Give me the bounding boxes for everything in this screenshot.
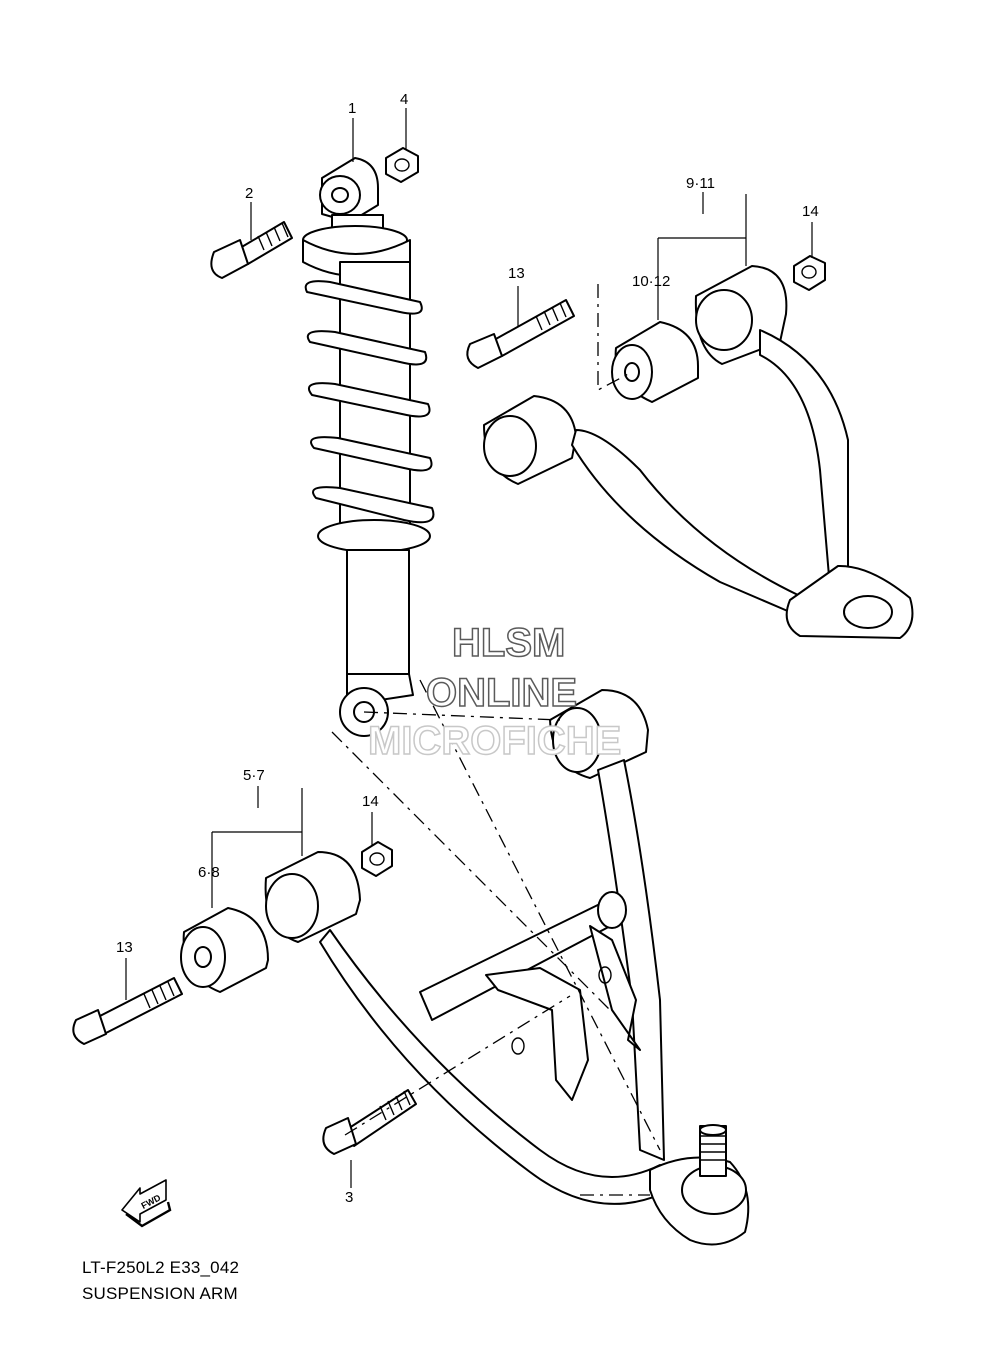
callout-13-lower: 13 — [116, 939, 133, 956]
callout-10-12: 10·12 — [632, 273, 670, 290]
callout-13-upper: 13 — [508, 265, 525, 282]
shock-nut[interactable] — [385, 147, 419, 183]
callout-3: 3 — [345, 1189, 353, 1206]
shock-upper-bolt[interactable] — [210, 221, 293, 279]
diagram-title: SUSPENSION ARM — [82, 1284, 238, 1303]
watermark-line-2: ONLINE — [426, 671, 577, 715]
shock-lower-bolt[interactable] — [322, 1089, 417, 1155]
assembly-lines — [331, 284, 661, 1196]
forward-direction-arrow: FWD — [121, 1179, 172, 1228]
leader-lines — [125, 108, 813, 1188]
callout-9-11: 9·11 — [686, 175, 715, 192]
callout-5-7: 5·7 — [243, 767, 265, 784]
upper-arm-bushing[interactable] — [611, 321, 699, 403]
callout-14-upper: 14 — [802, 203, 819, 220]
callout-2: 2 — [245, 185, 253, 202]
watermark-line-1: HLSM — [452, 621, 565, 665]
lower-arm-bushing[interactable] — [180, 907, 269, 993]
lower-arm-nut[interactable] — [361, 841, 393, 877]
callout-6-8: 6·8 — [198, 864, 220, 881]
shock-absorber[interactable] — [302, 157, 435, 737]
diagram-code: LT-F250L2 E33_042 — [82, 1258, 240, 1277]
callout-labels: 1 4 2 3 9·11 10·12 14 13 5·7 6·8 14 13 — [116, 91, 819, 1206]
lower-suspension-arm[interactable] — [264, 689, 750, 1246]
upper-arm-bolt[interactable] — [466, 299, 575, 369]
callout-4: 4 — [400, 91, 408, 108]
watermark: HLSM ONLINE MICROFICHE — [367, 620, 622, 764]
watermark-line-3: MICROFICHE — [368, 719, 621, 763]
callout-1: 1 — [348, 100, 356, 117]
lower-arm-bolt[interactable] — [72, 977, 183, 1045]
callout-14-lower: 14 — [362, 793, 379, 810]
upper-arm-nut[interactable] — [793, 255, 826, 291]
upper-suspension-arm[interactable] — [483, 265, 914, 639]
